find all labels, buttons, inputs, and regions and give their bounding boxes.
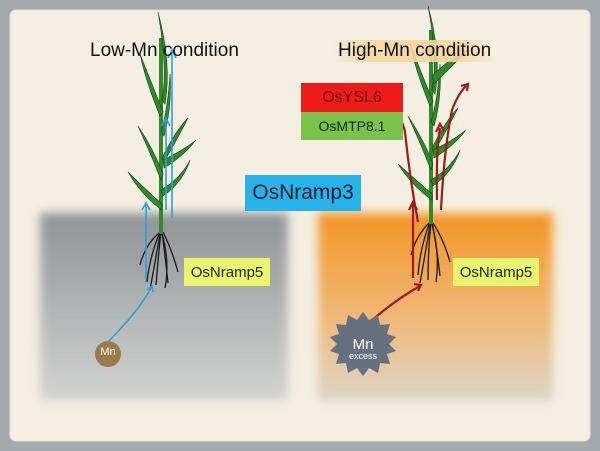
mn-excess-starburst — [330, 312, 396, 376]
plant-low-mn — [104, 11, 197, 346]
leaves-high — [397, 5, 469, 201]
osysl6-label: OsYSL6 — [301, 83, 403, 112]
stem-high — [429, 30, 433, 224]
roots-high — [410, 221, 451, 284]
osnramp5-high-label: OsNramp5 — [453, 258, 539, 286]
low-mn-condition-title: Low-Mn condition — [90, 40, 239, 61]
osnramp5-low-label: OsNramp5 — [184, 258, 270, 286]
high-mn-condition-title: High-Mn condition — [334, 40, 496, 62]
mn-low-text: Mn — [100, 346, 116, 358]
mn-excess-text: excess — [348, 351, 377, 361]
stem-low — [159, 38, 163, 234]
roots-low — [139, 231, 179, 291]
arrow-flow-low — [104, 48, 177, 346]
mn-high-text: Mn — [352, 336, 374, 353]
osmtp81-label: OsMTP8.1 — [301, 112, 403, 140]
osnramp3-label: OsNramp3 — [245, 175, 361, 211]
mn-low-dot — [95, 341, 121, 367]
plant-high-mn — [369, 5, 470, 323]
